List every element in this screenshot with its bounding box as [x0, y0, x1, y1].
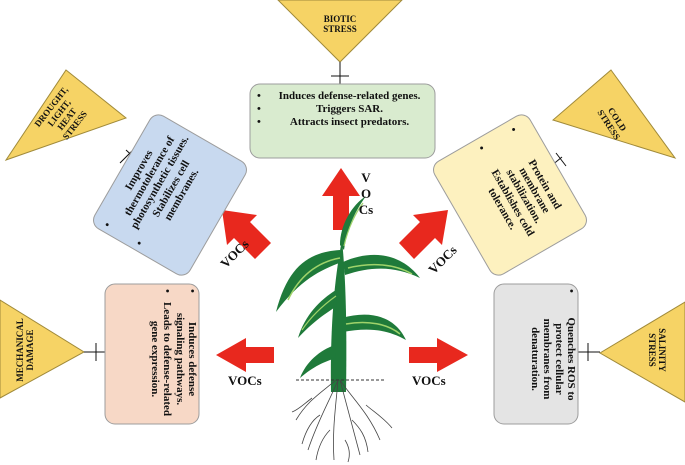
plant-illustration — [276, 196, 420, 463]
biotic-stress-triangle — [277, 0, 403, 63]
biotic-effects-list: Induces defense-related genes. Triggers … — [256, 90, 431, 128]
cold-stress-triangle — [551, 69, 677, 159]
voc-arrows — [216, 168, 468, 372]
biotic-effects-box: Induces defense-related genes. Triggers … — [256, 90, 431, 154]
drought-stress-triangle — [4, 69, 128, 161]
arrow-up — [322, 168, 360, 230]
list-item: Triggers SAR. — [256, 103, 431, 115]
list-item: Quenches ROS to protect cellular membran… — [529, 288, 577, 418]
vocs-label-top: V O Cs — [358, 170, 374, 217]
arrow-right — [409, 338, 468, 372]
list-item: Induces defense-related genes. — [256, 90, 431, 102]
vocs-label-left: VOCs — [228, 373, 262, 388]
arrow-up-left — [222, 210, 271, 259]
list-item: Attracts insect predators. — [256, 116, 431, 128]
salinity-stress-label: SALINITY STRESS — [647, 328, 667, 372]
mechanical-effects-box: Induces defense signaling pathways. Lead… — [106, 288, 198, 418]
salinity-effects-box: Quenches ROS to protect cellular membran… — [495, 288, 577, 418]
arrow-up-right — [399, 210, 448, 259]
arrow-left — [216, 338, 274, 372]
mechanical-damage-triangle — [0, 299, 85, 399]
biotic-stress-label: BIOTIC STRESS — [323, 14, 357, 34]
list-item: Induces defense signaling pathways. — [174, 288, 198, 418]
mechanical-effects-list: Induces defense signaling pathways. Lead… — [149, 288, 198, 418]
mechanical-damage-label: MECHANICAL DAMAGE — [15, 318, 35, 382]
salinity-stress-triangle — [599, 301, 685, 403]
vocs-label-right: VOCs — [412, 373, 446, 388]
list-item: Leads to defense-related gene expression… — [149, 288, 173, 418]
salinity-effects-list: Quenches ROS to protect cellular membran… — [529, 288, 577, 418]
